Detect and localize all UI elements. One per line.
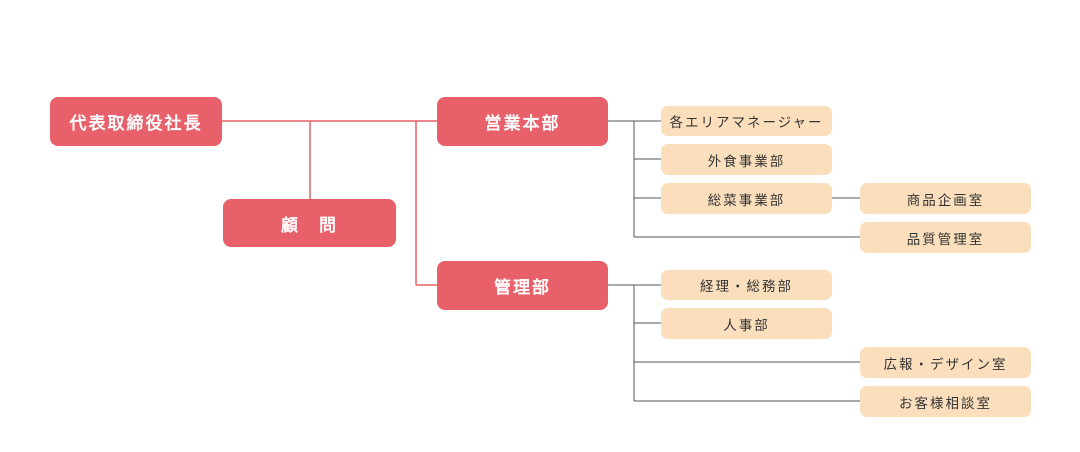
product-planning-box: 商品企画室 [860,183,1031,214]
hr-box: 人事部 [661,308,832,339]
customer-consultation-box: お客様相談室 [860,386,1031,417]
main-connectors [222,120,437,286]
president-box: 代表取締役社長 [50,97,222,146]
quality-control-box: 品質管理室 [860,222,1031,253]
sales-division-box: 営業本部 [437,97,608,146]
sub-connectors [608,120,860,402]
food-service-box: 外食事業部 [661,144,832,175]
pr-design-box: 広報・デザイン室 [860,347,1031,378]
deli-box: 総菜事業部 [661,183,832,214]
accounting-general-box: 経理・総務部 [661,270,832,300]
admin-division-box: 管理部 [437,261,608,310]
area-manager-box: 各エリアマネージャー [661,106,832,136]
advisor-box: 顧 問 [223,199,396,247]
